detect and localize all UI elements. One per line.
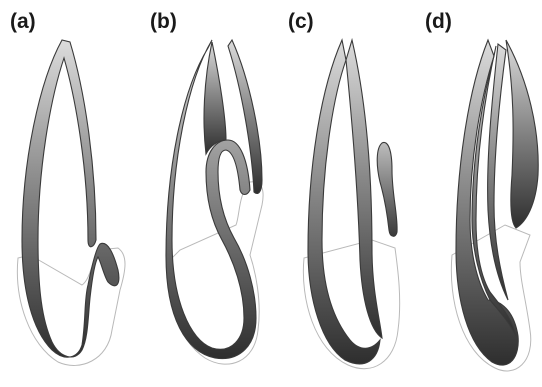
canal-b-upper [204, 42, 226, 154]
panel-label-d: (d) [425, 10, 452, 33]
panel-label-b: (b) [150, 10, 177, 33]
panel-a: (a) [10, 10, 125, 365]
canal-c-isolated [377, 142, 397, 236]
canal-d-right [506, 40, 538, 228]
panel-label-a: (a) [10, 10, 36, 33]
panel-d: (d) [425, 10, 538, 371]
panel-c: (c) [288, 10, 400, 369]
panel-b: (b) [150, 10, 263, 364]
panel-label-c: (c) [288, 10, 314, 33]
